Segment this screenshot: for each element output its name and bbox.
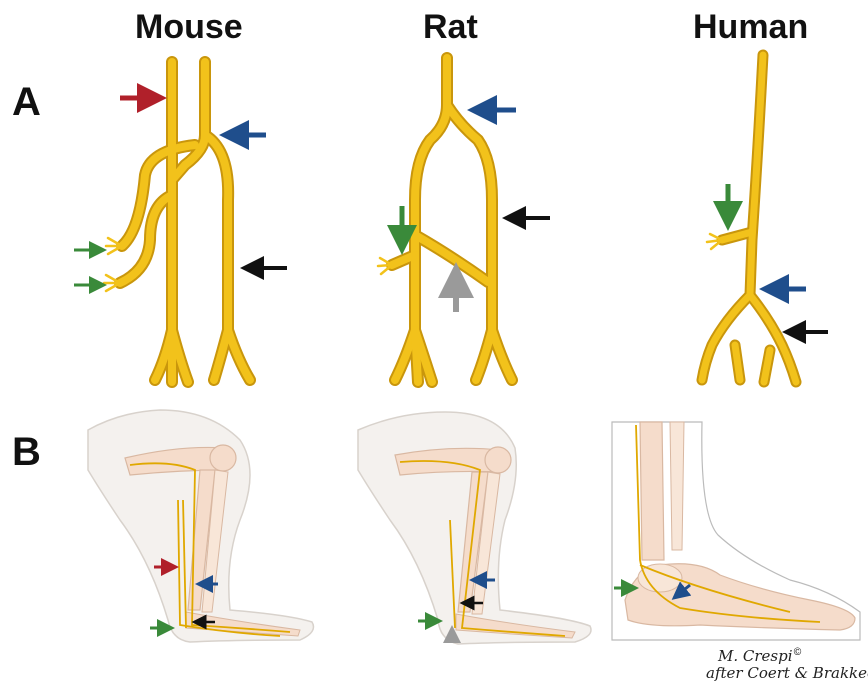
rat-nerve-tree [378, 58, 512, 382]
rat-leg-illustration [358, 412, 591, 644]
mouse-leg-illustration [88, 410, 314, 642]
illustrator-credit: M. Crespi© after Coert & Brakkee [718, 644, 868, 682]
credit-line-1: M. Crespi [718, 647, 793, 665]
mouse-nerve-tree [104, 62, 250, 382]
copyright-mark: © [793, 647, 803, 658]
human-nerve-tree [702, 55, 796, 382]
credit-line-2: after Coert & Brakkee [706, 665, 868, 682]
human-foot-illustration [612, 422, 860, 640]
